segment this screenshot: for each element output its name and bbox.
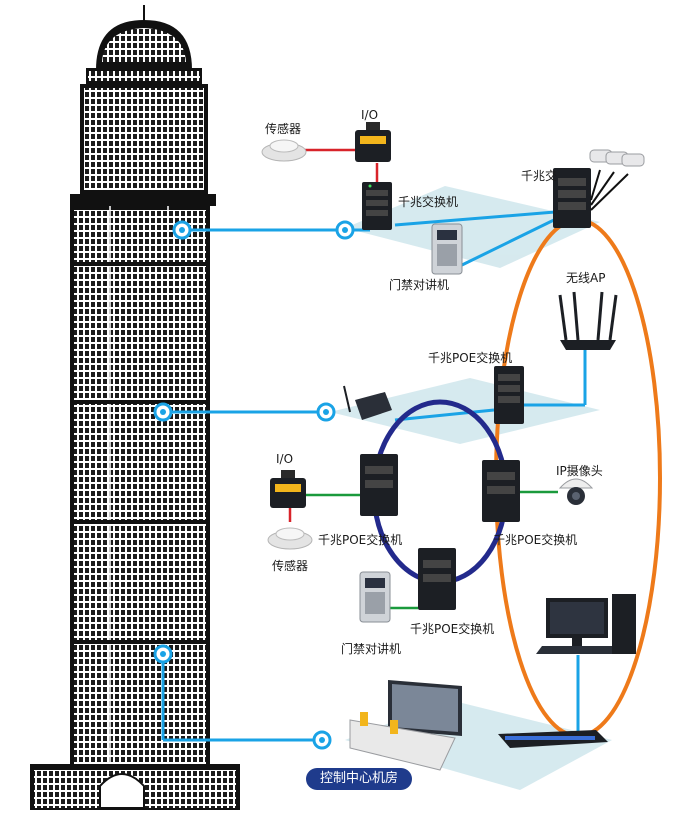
wireless-io-module (343, 385, 392, 420)
label-poe-bottom: 千兆POE交换机 (410, 622, 495, 636)
blue-links (161, 210, 587, 742)
control-room-badge: 控制中心机房 (306, 768, 412, 790)
label-sensor-mid: 传感器 (272, 559, 309, 573)
bullet-cameras-top (589, 149, 645, 167)
door-intercom-bottom (359, 571, 391, 623)
label-poe-right: 千兆POE交换机 (493, 533, 578, 547)
wireless-ap (558, 291, 618, 350)
label-poe-left: 千兆POE交换机 (318, 533, 403, 547)
poe-switch-bottom (418, 548, 456, 610)
workstation-computer (536, 594, 636, 654)
label-io-top: I/O (361, 108, 379, 122)
label-switch-top: 千兆交换机 (398, 195, 459, 209)
label-wireless-ap: 无线AP (566, 271, 606, 285)
io-module-mid (270, 470, 306, 508)
core-rack-switch (498, 730, 608, 748)
label-switch-top-right: 千兆交 (521, 169, 558, 183)
io-module-top (355, 122, 391, 162)
smoke-sensor-top (261, 139, 307, 162)
label-io-mid: I/O (276, 452, 294, 466)
poe-switch-right (482, 460, 520, 522)
label-ip-camera: IP摄像头 (556, 464, 603, 478)
skyscraper-illustration (30, 5, 240, 810)
video-wall-console (349, 680, 462, 771)
label-poe-upper: 千兆POE交换机 (428, 351, 513, 365)
label-sensor-top: 传感器 (265, 122, 302, 136)
smoke-sensor-mid (267, 527, 313, 550)
door-intercom-top (431, 223, 463, 275)
poe-switch-upper (494, 366, 524, 424)
label-door-top: 门禁对讲机 (389, 278, 450, 292)
poe-switch-left (360, 454, 398, 516)
ip-dome-camera (558, 478, 594, 505)
gigabit-switch-top-right (553, 168, 629, 228)
green-links (306, 490, 558, 610)
link-nodes (153, 220, 355, 750)
label-door-bottom: 门禁对讲机 (341, 642, 402, 656)
gigabit-switch-top (362, 182, 392, 230)
